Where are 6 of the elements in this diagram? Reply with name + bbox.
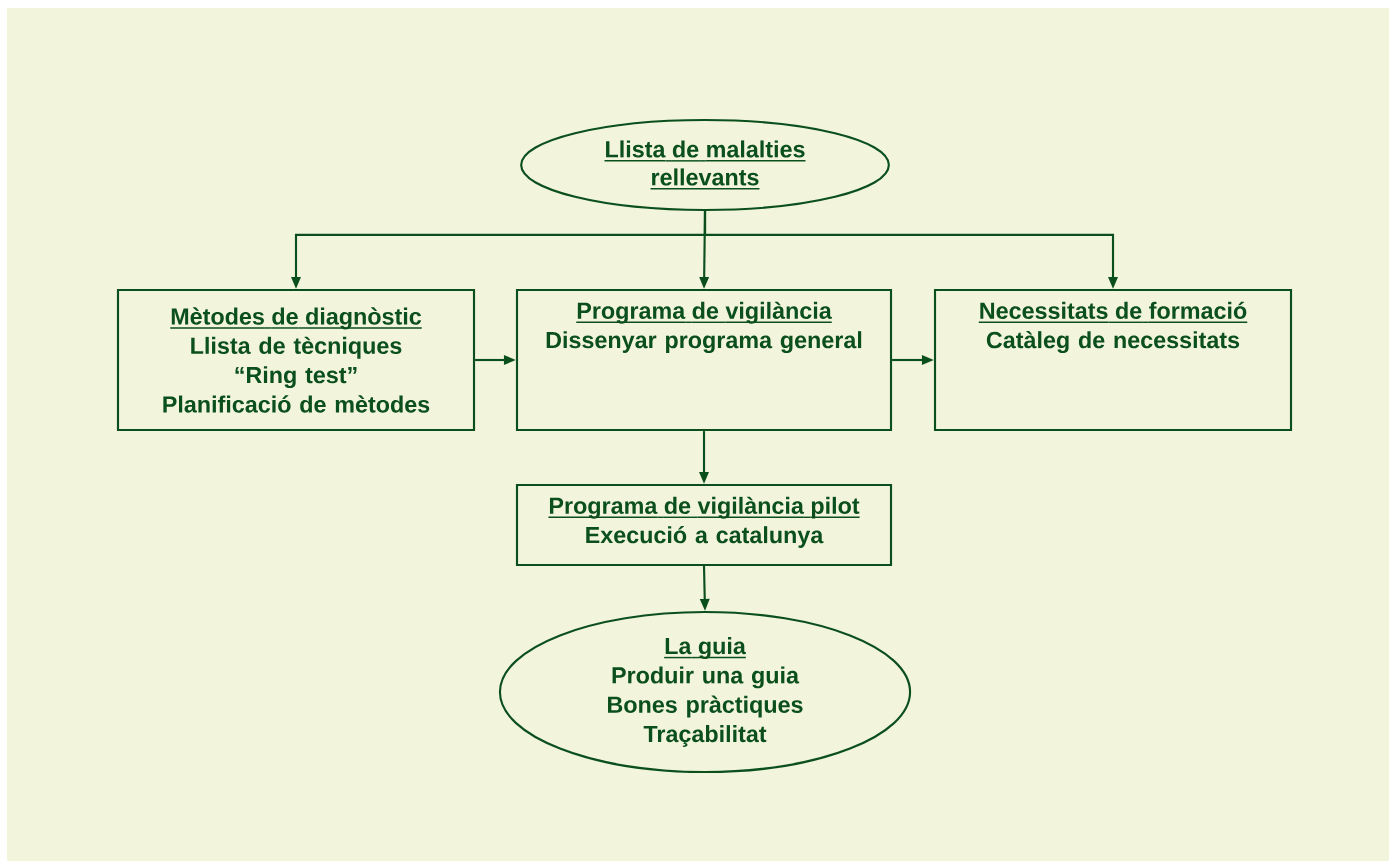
- ellipse-node: Llista de malalties rellevants: [520, 118, 890, 212]
- process-box: Mètodes de diagnòstic Llista de tècniques “Ring test” Planificació de mètodes: [116, 288, 476, 432]
- process-box: Programa de vigilància Dissenyar programa general: [515, 288, 893, 432]
- process-box: Programa de vigilància pilot Execució a catalunya: [515, 483, 893, 567]
- ellipse-node: La guia Produir una guia Bones pràctiques Traçabilitat: [498, 610, 912, 774]
- process-box: Necessitats de formació Catàleg de necessitats: [933, 288, 1293, 432]
